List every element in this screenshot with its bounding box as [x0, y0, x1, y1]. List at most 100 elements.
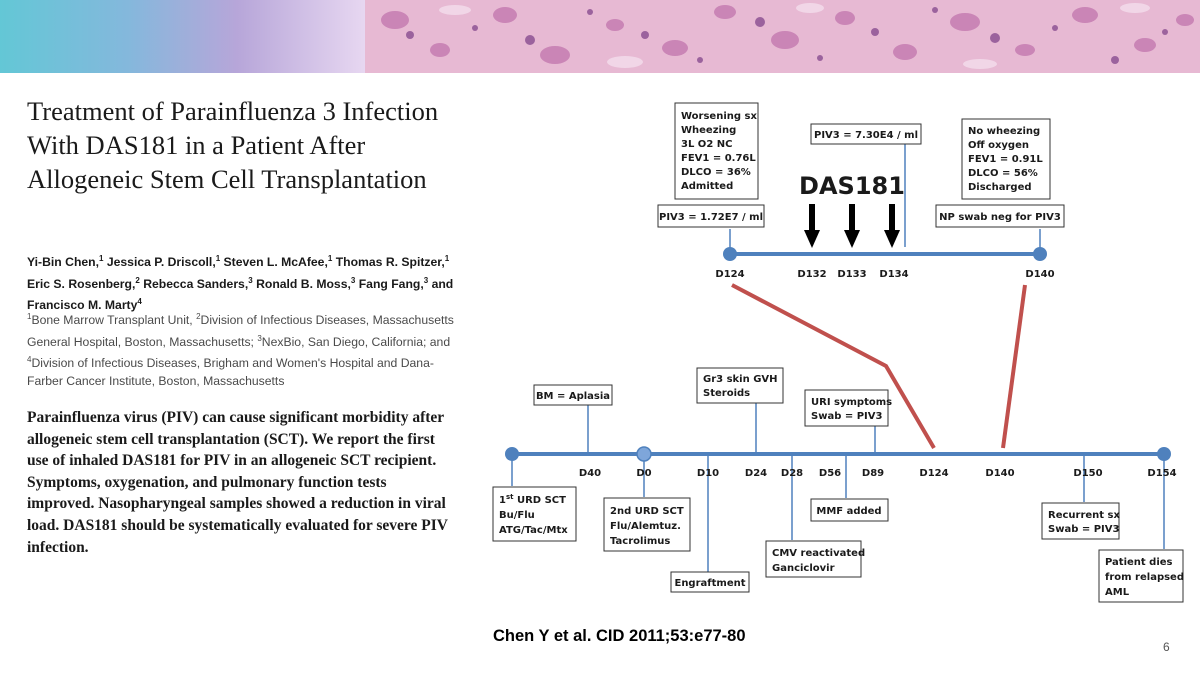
dose-arrow [804, 204, 820, 248]
svg-text:Patient dies: Patient dies [1105, 557, 1173, 568]
svg-text:DLCO = 36%: DLCO = 36% [681, 167, 751, 178]
svg-text:URI symptoms: URI symptoms [811, 397, 892, 408]
svg-text:Engraftment: Engraftment [674, 578, 745, 589]
dose-arrow [884, 204, 900, 248]
page-number: 6 [1163, 640, 1170, 654]
affiliation-number: 1 [27, 312, 32, 321]
author-affiliation-number: 1 [444, 254, 450, 263]
banner-gradient [0, 0, 365, 73]
affiliation-number: 2 [196, 312, 201, 321]
svg-text:Tacrolimus: Tacrolimus [610, 536, 670, 547]
svg-text:Off oxygen: Off oxygen [968, 140, 1029, 151]
citation: Chen Y et al. CID 2011;53:e77-80 [493, 627, 746, 645]
timeline-node [636, 446, 652, 462]
recurrent-box: Recurrent sx Swab = PIV3 [1041, 502, 1121, 540]
histology-cells [381, 3, 1194, 69]
author-list: Yi-Bin Chen,1 Jessica P. Driscoll,1 Stev… [27, 254, 454, 313]
worsening-box: Worsening sx Wheezing 3L O2 NC FEV1 = 0.… [674, 102, 759, 200]
first-sct-box: 1st URD SCT Bu/Flu ATG/Tac/Mtx [492, 486, 577, 542]
svg-text:Worsening sx: Worsening sx [681, 111, 757, 122]
svg-text:2nd URD SCT: 2nd URD SCT [610, 506, 684, 517]
svg-text:FEV1 = 0.91L: FEV1 = 0.91L [968, 154, 1043, 165]
paper-title: Treatment of Parainfluenza 3 Infection W… [27, 96, 439, 194]
upper-day-label: D132 [797, 269, 826, 280]
svg-text:PIV3 = 1.72E7 / ml: PIV3 = 1.72E7 / ml [659, 212, 763, 223]
svg-text:NP swab neg for PIV3: NP swab neg for PIV3 [939, 212, 1061, 223]
improved-box: No wheezing Off oxygen FEV1 = 0.91L DLCO… [961, 118, 1051, 200]
patient-dies-box: Patient dies from relapsed AML [1098, 549, 1184, 603]
piv3-initial-box: PIV3 = 1.72E7 / ml [657, 204, 765, 228]
author-affiliation-number: 3 [248, 275, 253, 285]
banner-histology-image [365, 0, 1200, 73]
lower-day-label: D10 [697, 468, 719, 479]
lower-day-label: D0 [636, 468, 651, 479]
second-sct-box: 2nd URD SCT Flu/Alemtuz. Tacrolimus [603, 497, 691, 552]
upper-day-label: D133 [837, 269, 866, 280]
svg-text:Steroids: Steroids [703, 388, 750, 399]
upper-day-label: D140 [1025, 269, 1054, 280]
author-name: Jessica P. Driscoll, [106, 255, 216, 270]
author-affiliation-number: 1 [99, 254, 104, 263]
cmv-box: CMV reactivated Ganciclovir [765, 540, 865, 578]
author-name: Fang Fang, [358, 276, 424, 291]
author-affiliation-number: 4 [137, 297, 142, 307]
lower-day-label: D28 [781, 468, 803, 479]
author-affiliation-number: 3 [423, 275, 429, 285]
svg-text:3L O2 NC: 3L O2 NC [681, 139, 732, 150]
timeline-node [1033, 247, 1047, 261]
lower-day-label: D56 [819, 468, 841, 479]
author-affiliation-number: 2 [135, 275, 140, 285]
lower-day-label: D40 [579, 468, 601, 479]
author-affiliation-number: 1 [327, 254, 333, 263]
svg-text:PIV3 = 7.30E4 / ml: PIV3 = 7.30E4 / ml [814, 130, 918, 141]
svg-text:FEV1 = 0.76L: FEV1 = 0.76L [681, 153, 756, 164]
svg-text:Admitted: Admitted [681, 181, 733, 192]
author-name: Eric S. Rosenberg, [27, 276, 136, 291]
svg-text:Recurrent sx: Recurrent sx [1048, 510, 1121, 521]
affiliation-text: NexBio, San Diego, California; and [261, 334, 451, 349]
svg-text:BM = Aplasia: BM = Aplasia [536, 391, 610, 402]
author-affiliation-number: 1 [215, 254, 221, 263]
svg-text:from relapsed: from relapsed [1105, 572, 1184, 583]
gvh-box: Gr3 skin GVH Steroids [696, 367, 784, 404]
lower-day-label: D140 [985, 468, 1014, 479]
author-name: Thomas R. Spitzer, [335, 255, 445, 270]
author-name: Steven L. McAfee, [223, 255, 328, 270]
bm-aplasia-box: BM = Aplasia [533, 384, 613, 406]
svg-text:Swab = PIV3: Swab = PIV3 [811, 411, 882, 422]
affiliations: 1Bone Marrow Transplant Unit, 2Division … [27, 308, 467, 390]
svg-text:MMF added: MMF added [816, 506, 881, 517]
author-name: Yi-Bin Chen, [27, 255, 99, 270]
timeline-node [723, 247, 737, 261]
affiliation-number: 4 [27, 355, 32, 365]
engraftment-box: Engraftment [670, 571, 750, 593]
lower-day-label: D154 [1147, 468, 1176, 479]
das181-title: DAS181 [799, 172, 905, 200]
affiliation-number: 3 [257, 333, 262, 343]
dose-arrow [844, 204, 860, 248]
np-swab-box: NP swab neg for PIV3 [935, 204, 1065, 228]
svg-text:No wheezing: No wheezing [968, 126, 1040, 137]
author-name: Rebecca Sanders, [143, 276, 249, 291]
svg-text:Flu/Alemtuz.: Flu/Alemtuz. [610, 521, 681, 532]
svg-text:CMV reactivated: CMV reactivated [772, 548, 865, 559]
author-name: Francisco M. Marty [27, 298, 138, 313]
abstract-text: Parainfluenza virus (PIV) can cause sign… [27, 409, 448, 556]
svg-text:1st URD SCT: 1st URD SCT [499, 493, 566, 506]
svg-text:Discharged: Discharged [968, 182, 1032, 193]
svg-text:ATG/Tac/Mtx: ATG/Tac/Mtx [499, 525, 568, 536]
upper-day-label: D134 [879, 269, 908, 280]
zoom-connector [1001, 284, 1027, 449]
uri-box: URI symptoms Swab = PIV3 [804, 389, 892, 427]
timeline-node [1157, 447, 1171, 461]
svg-text:AML: AML [1105, 587, 1130, 598]
svg-text:Swab = PIV3: Swab = PIV3 [1048, 524, 1119, 535]
affiliation-text: Division of Infectious Diseases, Massach… [27, 313, 454, 349]
svg-text:Ganciclovir: Ganciclovir [772, 563, 835, 574]
timeline-node [505, 447, 519, 461]
author-name: Ronald B. Moss, [256, 276, 351, 291]
lower-day-label: D124 [919, 468, 948, 479]
affiliation-text: Bone Marrow Transplant Unit, [31, 313, 197, 328]
author-affiliation-number: 3 [350, 275, 356, 285]
